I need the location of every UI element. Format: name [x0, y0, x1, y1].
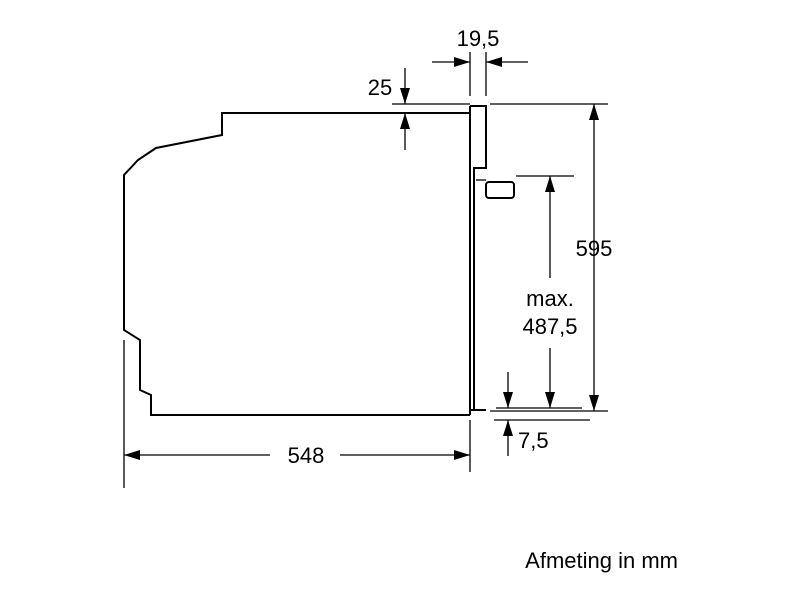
dim-label-max: max. [526, 286, 574, 311]
dim-label-595: 595 [576, 236, 613, 261]
dim-label-548: 548 [288, 443, 325, 468]
control-knob [485, 181, 515, 199]
dim-label-7-5: 7,5 [518, 428, 549, 453]
dim-label-19-5: 19,5 [457, 26, 500, 51]
dim-label-25: 25 [368, 75, 392, 100]
dim-label-487-5: 487,5 [522, 314, 577, 339]
caption: Afmeting in mm [525, 548, 678, 573]
appliance-body-outline [123, 112, 470, 416]
front-panel-outline [470, 105, 487, 411]
